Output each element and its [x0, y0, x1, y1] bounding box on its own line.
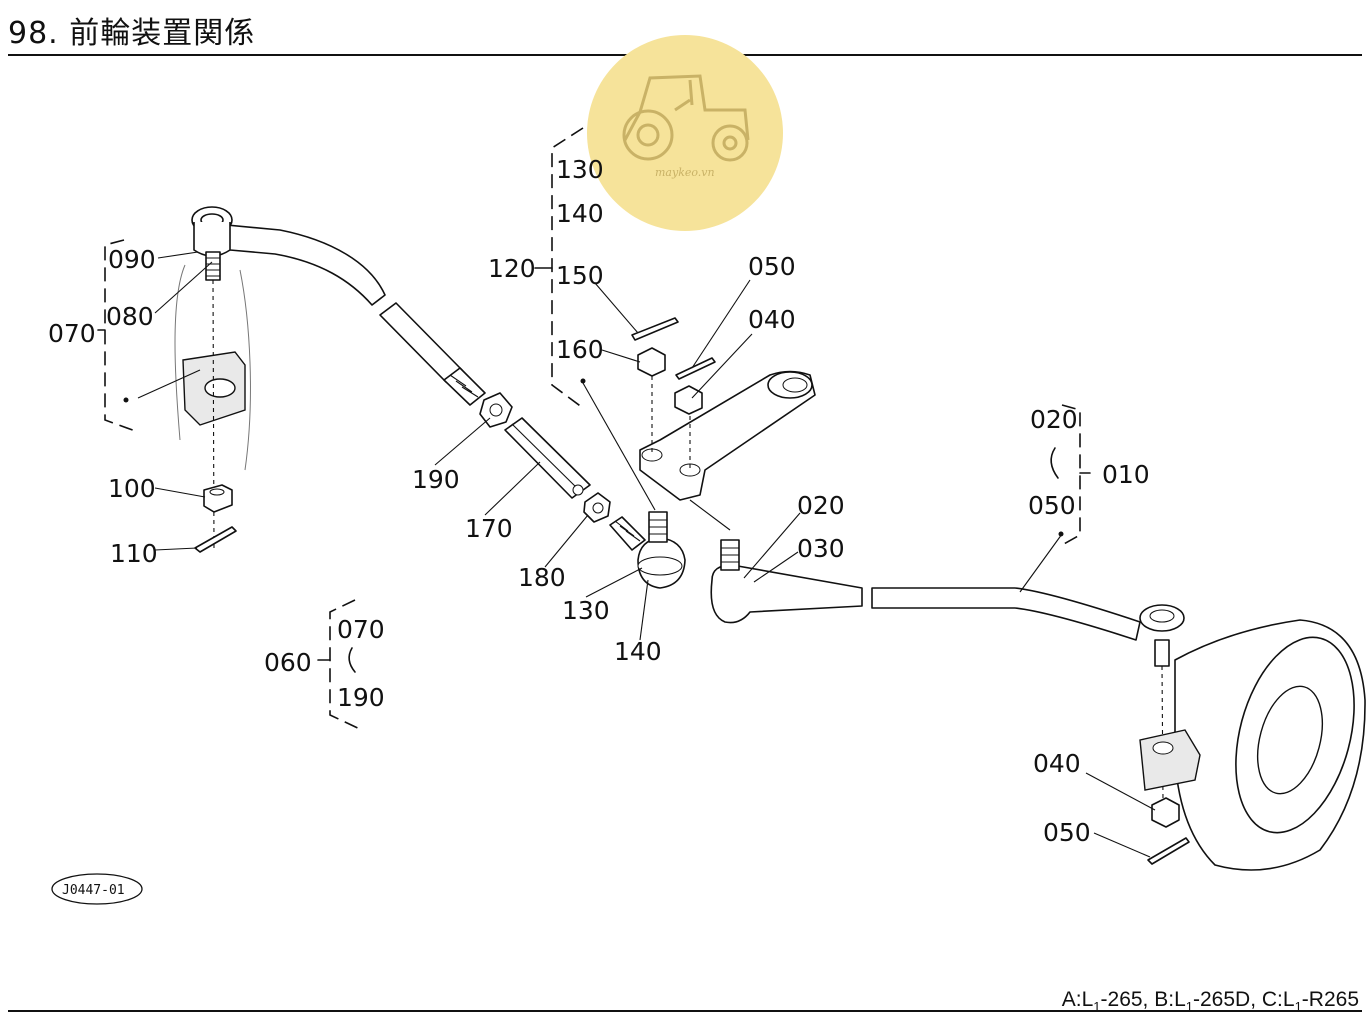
label-050-top: 050 [748, 252, 796, 281]
footer-rule [8, 1010, 1362, 1012]
drawing-code-badge: J0447-01 [51, 873, 143, 905]
label-190: 190 [412, 465, 460, 494]
label-070-range: 070 [337, 615, 385, 644]
tie-rod-end-130 [637, 511, 686, 589]
watermark-logo: maykeo.vn [587, 35, 783, 231]
label-110: 110 [110, 539, 158, 568]
label-130-top: 130 [556, 155, 604, 184]
label-020-range: 020 [1030, 405, 1078, 434]
part-labels: 090 080 070 100 110 130 140 120 150 160 … [48, 155, 1150, 847]
bracket-060 [317, 599, 363, 731]
watermark-text: maykeo.vn [655, 166, 715, 179]
label-010: 010 [1102, 460, 1150, 489]
bracket-120 [534, 127, 584, 409]
center-link-rod [379, 302, 646, 551]
label-060: 060 [264, 648, 312, 677]
idler-arm [631, 317, 816, 531]
label-020: 020 [797, 491, 845, 520]
model-variants: A:L1-265, B:L1-265D, C:L1-R265 [1061, 988, 1359, 1015]
label-090: 090 [108, 245, 156, 274]
label-190-range: 190 [337, 683, 385, 712]
label-040-top: 040 [748, 305, 796, 334]
label-050-range: 050 [1028, 491, 1076, 520]
leader-lines [137, 251, 1156, 858]
label-080: 080 [106, 302, 154, 331]
label-070: 070 [48, 319, 96, 348]
page-title: 98. 前輪装置関係 [8, 16, 256, 51]
label-100: 100 [108, 474, 156, 503]
front-axle-knuckle [1139, 619, 1366, 871]
label-030: 030 [797, 534, 845, 563]
label-180: 180 [518, 563, 566, 592]
range-mark-010 [1050, 447, 1059, 479]
label-040: 040 [1033, 749, 1081, 778]
label-140: 140 [614, 637, 662, 666]
label-130: 130 [562, 596, 610, 625]
label-120: 120 [488, 254, 536, 283]
right-tie-rod [710, 404, 1185, 801]
drawing-code: J0447-01 [62, 883, 125, 898]
label-170: 170 [465, 514, 513, 543]
label-150: 150 [556, 261, 604, 290]
label-050: 050 [1043, 818, 1091, 847]
label-160: 160 [556, 335, 604, 364]
label-140-top: 140 [556, 199, 604, 228]
